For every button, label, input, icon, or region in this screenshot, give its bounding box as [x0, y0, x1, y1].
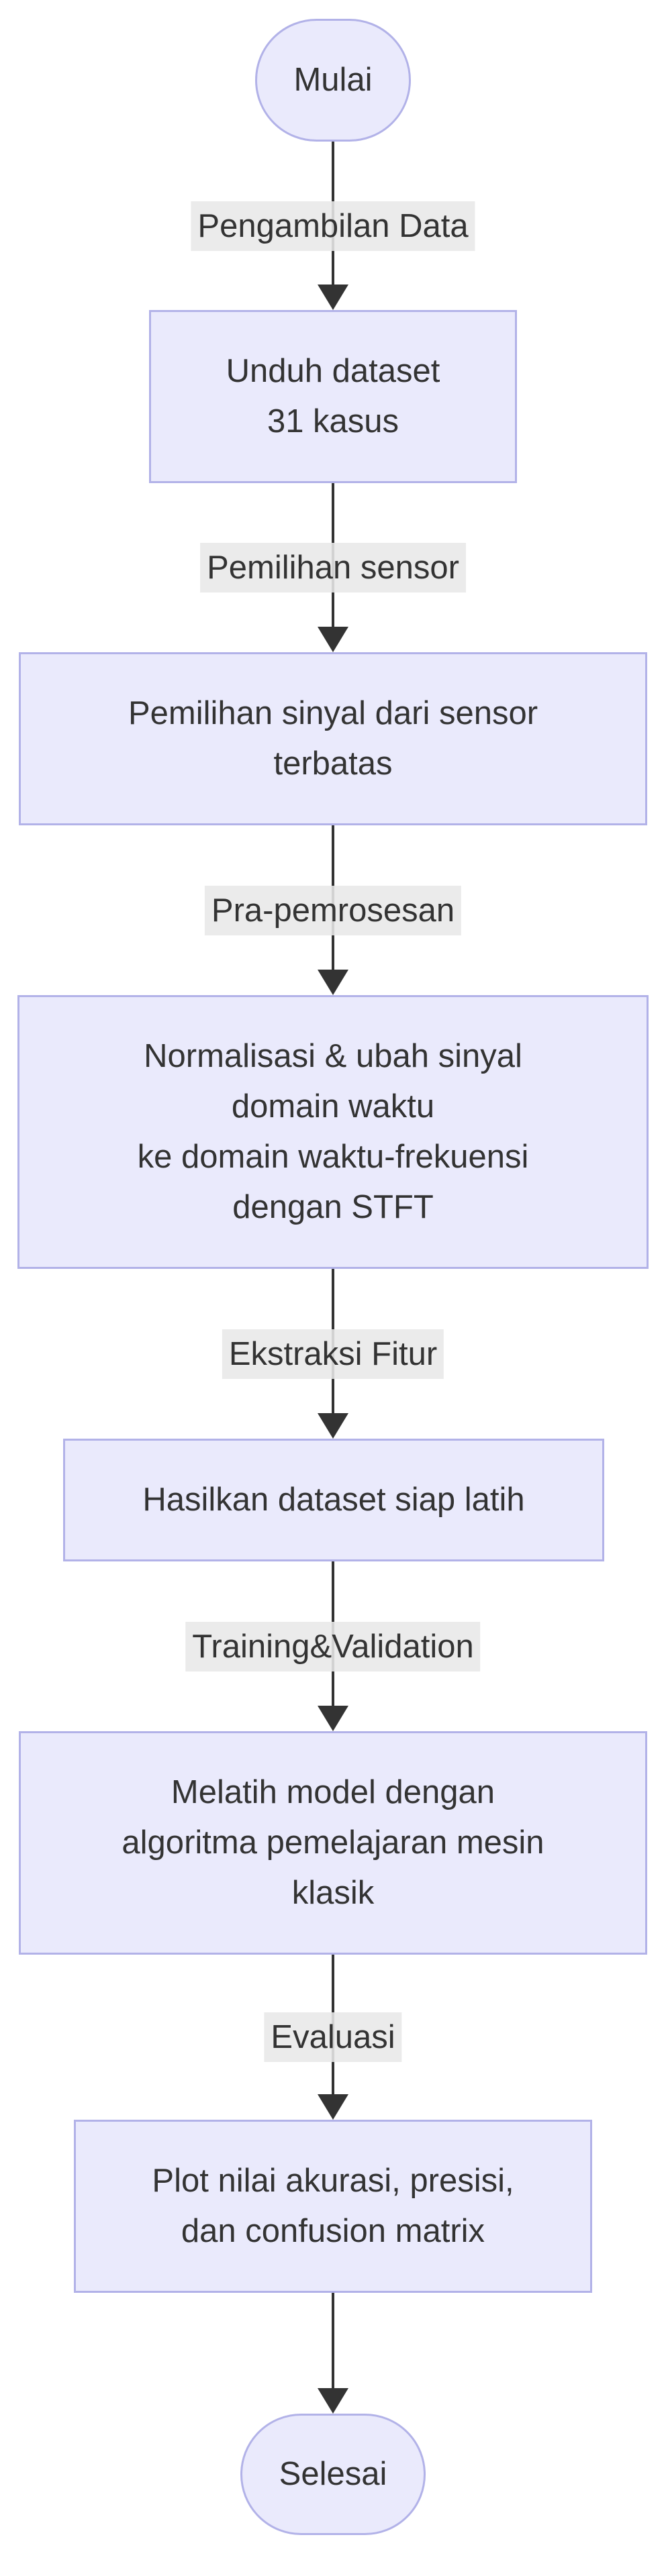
- edge-ekstraksi-fitur: Ekstraksi Fitur: [0, 1269, 666, 1439]
- node-selesai: Selesai: [240, 2414, 426, 2535]
- edge-pra-pemrosesan: Pra-pemrosesan: [0, 825, 666, 995]
- node-unduh-dataset: Unduh dataset 31 kasus: [149, 310, 517, 483]
- edge-plot-to-selesai: [0, 2293, 666, 2414]
- edge-training-validation: Training&Validation: [0, 1561, 666, 1731]
- edge-label-ekstraksi-fitur: Ekstraksi Fitur: [222, 1329, 444, 1379]
- edge-label-pengambilan-data: Pengambilan Data: [191, 201, 475, 251]
- edge-evaluasi: Evaluasi: [0, 1955, 666, 2120]
- arrowhead-icon: [318, 627, 348, 652]
- edge-label-evaluasi: Evaluasi: [264, 2012, 402, 2062]
- arrowhead-icon: [318, 1413, 348, 1439]
- node-plot-evaluasi: Plot nilai akurasi, presisi, dan confusi…: [74, 2120, 592, 2293]
- node-melatih-model: Melatih model dengan algoritma pemelajar…: [19, 1731, 647, 1955]
- edge-pemilihan-sensor: Pemilihan sensor: [0, 483, 666, 652]
- edge-label-pra-pemrosesan: Pra-pemrosesan: [204, 885, 462, 935]
- arrowhead-icon: [318, 970, 348, 995]
- node-pemilihan-sinyal: Pemilihan sinyal dari sensor terbatas: [19, 652, 647, 825]
- arrowhead-icon: [318, 285, 348, 310]
- arrowhead-icon: [318, 2094, 348, 2120]
- node-mulai: Mulai: [255, 19, 411, 142]
- edge-pengambilan-data: Pengambilan Data: [0, 142, 666, 310]
- arrowhead-icon: [318, 1706, 348, 1731]
- node-normalisasi-stft: Normalisasi & ubah sinyal domain waktu k…: [17, 995, 649, 1269]
- edge-label-training-validation: Training&Validation: [185, 1621, 481, 1671]
- edge-line: [332, 2293, 334, 2410]
- edge-label-pemilihan-sensor: Pemilihan sensor: [200, 543, 466, 593]
- node-hasilkan-dataset: Hasilkan dataset siap latih: [63, 1439, 604, 1561]
- arrowhead-icon: [318, 2388, 348, 2414]
